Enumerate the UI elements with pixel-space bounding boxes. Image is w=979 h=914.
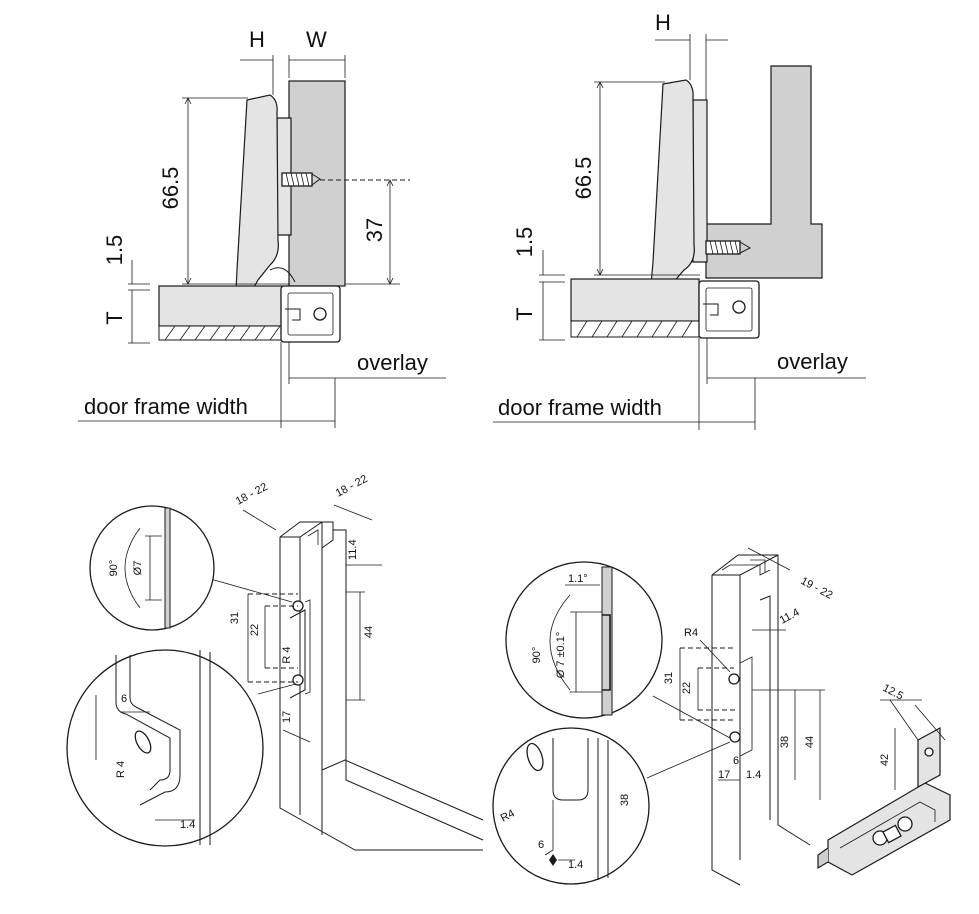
dim-19-22: 19 - 22 bbox=[799, 575, 835, 602]
detail-circle-cutout: 6 R 4 1.4 bbox=[66, 649, 264, 847]
label-W: W bbox=[306, 27, 327, 52]
hinge-mounting-plate: 12.5 42 bbox=[817, 682, 951, 876]
label-H: H bbox=[655, 10, 671, 35]
detail-1-4: 1.4 bbox=[180, 819, 195, 831]
detail-circle-hole: 1.1° 90° Ø 7 ±0.1° bbox=[505, 561, 663, 719]
dim-r4: R4 bbox=[684, 627, 698, 639]
cabinet-panel bbox=[705, 65, 823, 279]
dim-1-4: 1.4 bbox=[746, 769, 761, 781]
label-door-frame-width: door frame width bbox=[84, 394, 248, 419]
dim-1-5: 1.5 bbox=[102, 235, 127, 266]
dim-11-4: 11.4 bbox=[347, 539, 359, 560]
dim-22: 22 bbox=[249, 624, 261, 636]
detail2-6: 6 bbox=[538, 839, 544, 851]
dim-1-5: 1.5 bbox=[512, 227, 537, 258]
dim-11-4: 11.4 bbox=[778, 606, 802, 626]
detail-circle-cutout: R4 38 6 1.4 bbox=[492, 727, 650, 885]
dim-31: 31 bbox=[229, 612, 241, 624]
dim-38: 38 bbox=[779, 736, 791, 748]
aluminium-profile bbox=[280, 285, 341, 343]
door-glass bbox=[158, 285, 290, 327]
label-H: H bbox=[249, 27, 265, 52]
label-door-frame-width: door frame width bbox=[498, 395, 662, 420]
screw bbox=[705, 240, 752, 255]
detail-dia-7: Ø 7 ±0.1° bbox=[555, 632, 567, 679]
label-overlay: overlay bbox=[357, 350, 428, 375]
detail-dia-7: Ø7 bbox=[132, 561, 144, 576]
detail-1-1: 1.1° bbox=[568, 573, 588, 585]
dim-17: 17 bbox=[281, 711, 293, 723]
hinge-arm bbox=[649, 79, 695, 299]
door-glass bbox=[570, 278, 700, 322]
dim-44: 44 bbox=[363, 626, 375, 638]
dim-31: 31 bbox=[663, 672, 675, 684]
detail-circle-hole: 90° Ø7 bbox=[89, 505, 215, 631]
detail-90: 90° bbox=[531, 647, 543, 664]
label-T: T bbox=[512, 307, 537, 320]
dim-18-22-b: 18 - 22 bbox=[334, 473, 370, 500]
detail2-38: 38 bbox=[619, 794, 631, 806]
detail2-r4: R4 bbox=[499, 807, 517, 824]
dim-6: 6 bbox=[733, 755, 739, 767]
dim-17: 17 bbox=[718, 769, 730, 781]
screw bbox=[281, 172, 321, 187]
dim-66-5: 66.5 bbox=[158, 167, 183, 210]
dim-22: 22 bbox=[681, 682, 693, 694]
hinge-diagram-top-left: 66.5 H W 37 1.5 T overlay door frame wid… bbox=[78, 27, 446, 428]
detail-6: 6 bbox=[121, 693, 127, 705]
label-overlay: overlay bbox=[777, 349, 848, 374]
dim-18-22-a: 18 - 22 bbox=[234, 481, 270, 508]
dim-66-5: 66.5 bbox=[571, 157, 596, 200]
profile-diagram-bottom-right: 19 - 22 11.4 R4 31 22 38 44 6 17 1.4 bbox=[492, 547, 951, 886]
dim-37: 37 bbox=[362, 218, 387, 242]
detail2-1-4: 1.4 bbox=[568, 859, 583, 871]
aluminium-profile bbox=[698, 280, 760, 339]
dim-44: 44 bbox=[804, 736, 816, 748]
label-T: T bbox=[102, 311, 127, 324]
detail-r4: R 4 bbox=[115, 761, 127, 778]
hinge-diagram-top-right: 66.5 H 1.5 T overlay door frame width bbox=[493, 10, 866, 430]
dim-42: 42 bbox=[879, 754, 891, 766]
dim-r4: R 4 bbox=[281, 646, 293, 663]
detail-90: 90° bbox=[108, 560, 120, 577]
profile-diagram-bottom-left: 18 - 22 18 - 22 11.4 31 22 R 4 44 17 bbox=[66, 473, 484, 851]
